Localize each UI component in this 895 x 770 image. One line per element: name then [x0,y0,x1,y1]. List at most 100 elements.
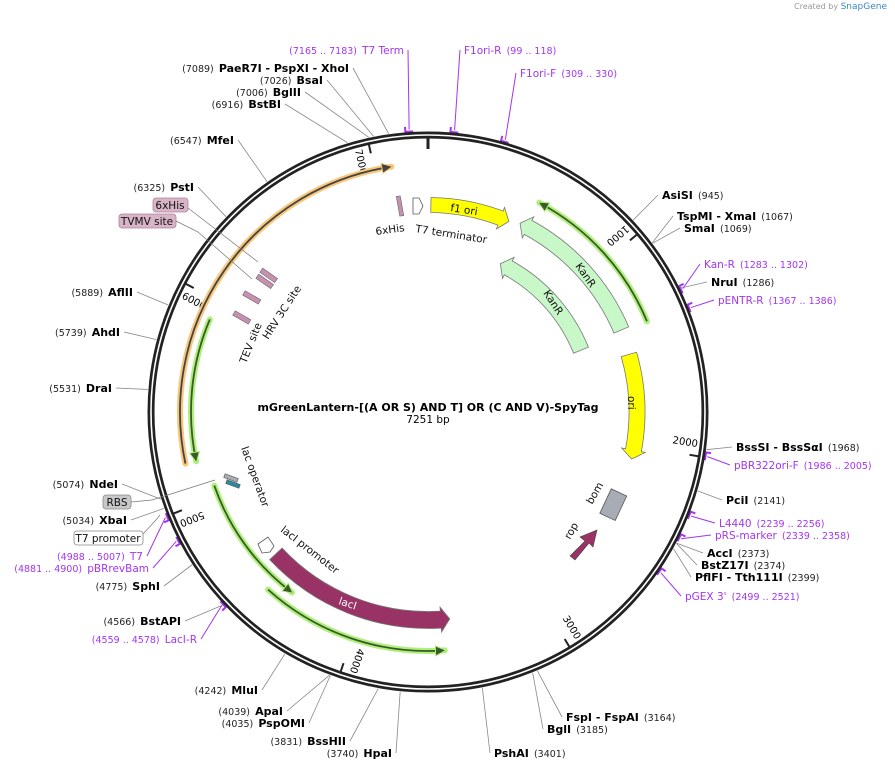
enzyme-position: (7006) [236,88,268,99]
enzyme-site-label[interactable]: AsiSI (945) [662,184,724,203]
enzyme-position: (1968) [828,443,860,454]
enzyme-site-label[interactable]: (6325) PstI [134,176,194,195]
primer-label[interactable]: pGEX 3' (2499 .. 2521) [685,585,800,604]
enzyme-site-label[interactable]: (5034) XbaI [62,509,127,528]
enzyme-name: BsaI [297,74,323,87]
enzyme-leader-line [349,688,379,742]
cds-green-arc-left-arrowhead [188,450,201,464]
tick-mark [367,144,372,154]
primer-leader-line [682,263,701,289]
tick-label: 2000 [672,435,699,450]
primer-name: T7 Term [361,45,404,57]
enzyme-leader-line [673,548,692,578]
enzyme-position: (3831) [270,737,302,748]
enzyme-name: BstZ17I [701,559,749,572]
enzyme-site-label[interactable]: (4242) MluI [195,679,258,698]
enzyme-leader-line [136,291,169,306]
t7-promoter-box [73,530,144,546]
enzyme-leader-line [395,691,401,754]
enzyme-site-label[interactable]: (3831) BssHII [270,730,346,749]
rop-label: rop [562,520,581,541]
enzyme-site-label[interactable]: BstZ17I (2374) [701,554,785,573]
backbone-ring [147,131,709,693]
primer-name: pRS-marker [715,530,778,542]
enzyme-site-label[interactable]: (5074) NdeI [53,473,118,492]
primer-binding-mark [403,126,414,133]
primer-name: pGEX 3' [685,591,727,603]
enzyme-site-label[interactable]: (4566) BstAPI [103,610,181,629]
enzyme-site-label[interactable]: BssSI - BssSαI (1968) [736,436,859,455]
t7-terminator-feature [412,197,424,215]
enzyme-position: (4775) [96,582,128,593]
primer-label[interactable]: F1ori-F (309 .. 330) [520,62,617,81]
enzyme-site-label[interactable]: (7006) BglII [236,81,301,100]
enzyme-site-label[interactable]: (5739) AhdI [55,321,120,340]
enzyme-name: BssSI - BssSαI [736,441,823,454]
enzyme-site-label[interactable]: (7089) PaeR7I - PspXI - XhoI [182,57,349,76]
primer-label[interactable]: pRS-marker (2339 .. 2358) [715,524,850,543]
primer-binding-mark [676,532,686,542]
enzyme-site-label[interactable]: SmaI (1069) [684,217,752,236]
enzyme-site-label[interactable]: (7026) BsaI [260,69,323,88]
enzyme-site-label[interactable]: PflFI - Tth111I (2399) [695,566,819,585]
primer-name: LacI-R [165,634,197,646]
enzyme-site-label[interactable]: NruI (1286) [711,271,774,290]
enzyme-name: HpaI [363,747,392,760]
primer-label[interactable]: pBR322ori-F (1986 .. 2005) [734,454,872,473]
ori-label: ori [625,396,637,410]
his-tag-feature [395,195,405,217]
primer-label[interactable]: (4988 .. 5007) T7 [57,545,143,564]
primer-label[interactable]: F1ori-R (99 .. 118) [464,39,556,58]
tev-site-feature [232,310,252,325]
enzyme-site-label[interactable]: (6916) BstBI [212,93,281,112]
tick-mark [689,453,699,458]
enzyme-site-label[interactable]: PshAI (3401) [494,742,566,761]
enzyme-leader-line [304,91,370,138]
enzyme-position: (2373) [738,549,770,560]
laci-arrow [269,547,451,634]
enzyme-leader-line [197,186,227,217]
primer-name: T7 [129,551,143,563]
enzyme-position: (6547) [170,136,202,147]
enzyme-position: (3740) [327,749,359,760]
enzyme-site-label[interactable]: TspMI - XmaI (1067) [677,205,793,224]
primer-label[interactable]: L4440 (2239 .. 2256) [719,512,825,531]
enzyme-site-label[interactable]: PciI (2141) [726,489,785,508]
primer-leader-line [504,72,517,140]
tick-mark [629,233,638,242]
enzyme-site-label[interactable]: (4035) PspOMI [222,712,305,731]
tick-label: 7000 [352,148,368,175]
enzyme-site-label[interactable]: (5889) AflII [71,281,133,300]
primer-label[interactable]: (7165 .. 7183) T7 Term [289,39,404,58]
enzyme-site-label[interactable]: (4039) ApaI [218,700,283,719]
primer-label[interactable]: (4559 .. 4578) LacI-R [92,628,197,647]
primer-leader-line [660,572,682,597]
enzyme-name: FspI - FspAI [566,711,639,724]
enzyme-site-label[interactable]: (3740) HpaI [327,742,392,761]
enzyme-site-label[interactable]: (6547) MfeI [170,129,234,148]
primer-range: (2239 .. 2256) [757,519,825,530]
f1-ori-label: f1 ori [450,202,479,218]
enzyme-name: SphI [132,580,160,593]
enzyme-site-label[interactable]: AccI (2373) [707,542,769,561]
enzyme-leader-line [308,675,331,724]
enzyme-position: (2141) [754,496,786,507]
primer-leader-line [454,49,461,131]
primer-label[interactable]: Kan-R (1283 .. 1302) [704,253,808,272]
enzyme-position: (5739) [55,328,87,339]
enzyme-site-label[interactable]: FspI - FspAI (3164) [566,706,675,725]
enzyme-site-label[interactable]: (5531) DraI [49,377,112,396]
enzyme-position: (5034) [62,516,94,527]
enzyme-site-label[interactable]: (4775) SphI [96,575,160,594]
enzyme-name: PshAI [494,747,529,760]
enzyme-leader-line [706,446,733,451]
enzyme-name: AhdI [92,326,120,339]
enzyme-name: AccI [707,547,733,560]
primer-label[interactable]: pENTR-R (1367 .. 1386) [718,289,836,308]
bom-label: bom [584,480,606,506]
primer-label[interactable]: (4881 .. 4900) pBRrevBam [14,557,149,576]
enzyme-name: TspMI - XmaI [677,210,756,223]
enzyme-position: (2374) [754,561,786,572]
enzyme-site-label[interactable]: BglI (3185) [547,718,608,737]
enzyme-leader-line [123,331,157,340]
